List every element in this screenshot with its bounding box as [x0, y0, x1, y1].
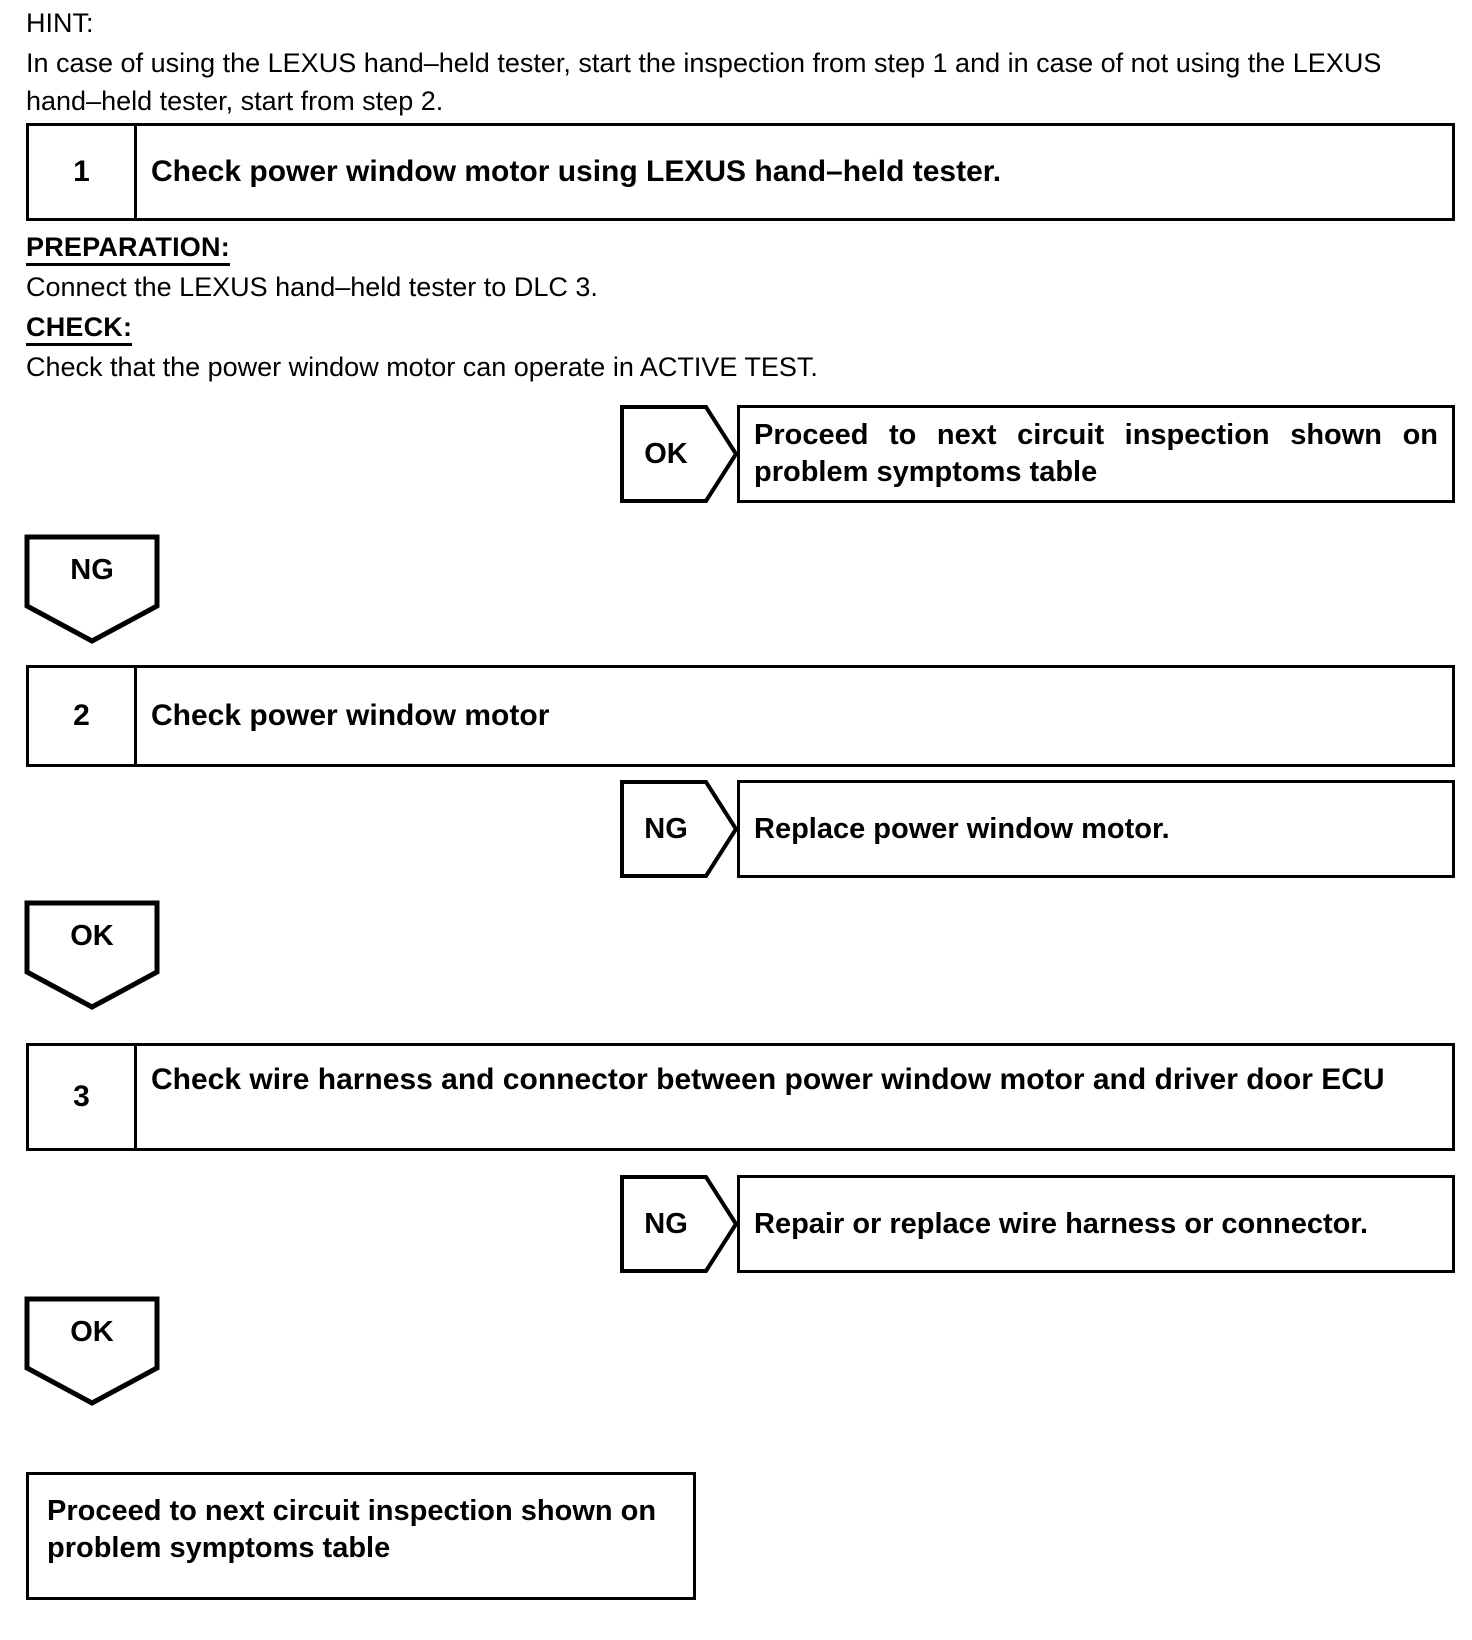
- step-3-ok-connector: OK: [24, 1296, 160, 1406]
- step-2-ng-branch: NG Replace power window motor.: [620, 780, 1455, 878]
- step-3-ng-result-box: Repair or replace wire harness or connec…: [737, 1175, 1455, 1273]
- step-2-ok-label: OK: [70, 919, 114, 952]
- step-3-ok-label: OK: [70, 1315, 114, 1348]
- step-3-ng-branch: NG Repair or replace wire harness or con…: [620, 1175, 1455, 1273]
- step-2-ng-result-line1: Replace power window motor.: [754, 812, 1170, 845]
- step-2-ng-result-box: Replace power window motor.: [737, 780, 1455, 878]
- step-1-ok-result-line2: problem symptoms table: [754, 456, 1098, 488]
- step-2-title: Check power window motor: [151, 699, 550, 732]
- preparation-label: PREPARATION:: [26, 232, 230, 266]
- step-1-ng-connector: NG: [24, 534, 160, 644]
- ng-arrow-icon: [620, 1175, 738, 1273]
- final-result-box: Proceed to next circuit inspection shown…: [26, 1472, 696, 1600]
- check-label-text: CHECK:: [26, 312, 133, 342]
- step-1-ok-label: OK: [644, 437, 688, 470]
- ng-arrow-icon: [620, 780, 738, 878]
- ok-arrow-icon: [620, 405, 738, 503]
- step-1-ok-result-line1: Proceed to next circuit inspection shown…: [754, 419, 1438, 451]
- check-label: CHECK:: [26, 312, 132, 346]
- check-text: Check that the power window motor can op…: [26, 352, 818, 382]
- step-3-title: Check wire harness and connector between…: [151, 1063, 1385, 1096]
- step-1-title: Check power window motor using LEXUS han…: [151, 155, 1002, 188]
- final-result-line1: Proceed to next circuit inspection shown…: [47, 1495, 657, 1527]
- step-3-ng-label: NG: [644, 1207, 688, 1240]
- step-1-ok-result-box: Proceed to next circuit inspection shown…: [737, 405, 1455, 503]
- preparation-text: Connect the LEXUS hand–held tester to DL…: [26, 272, 598, 302]
- step-2-number: 2: [29, 668, 137, 764]
- step-1-number: 1: [29, 126, 137, 218]
- step-1-box: 1 Check power window motor using LEXUS h…: [26, 123, 1455, 221]
- step-3-number: 3: [29, 1046, 137, 1148]
- step-3-box: 3 Check wire harness and connector betwe…: [26, 1043, 1455, 1151]
- step-2-ok-connector: OK: [24, 900, 160, 1010]
- step-3-ng-result-line1: Repair or replace wire harness or connec…: [754, 1207, 1369, 1240]
- step-1-ng-label: NG: [70, 553, 114, 586]
- hint-body-text: In case of using the LEXUS hand–held tes…: [26, 48, 1382, 116]
- preparation-label-text: PREPARATION:: [26, 232, 230, 262]
- hint-label: HINT:: [26, 8, 94, 38]
- step-2-box: 2 Check power window motor: [26, 665, 1455, 767]
- step-2-ng-label: NG: [644, 812, 688, 845]
- step-1-ok-branch: OK Proceed to next circuit inspection sh…: [620, 405, 1455, 503]
- final-result-line2: problem symptoms table: [47, 1532, 391, 1564]
